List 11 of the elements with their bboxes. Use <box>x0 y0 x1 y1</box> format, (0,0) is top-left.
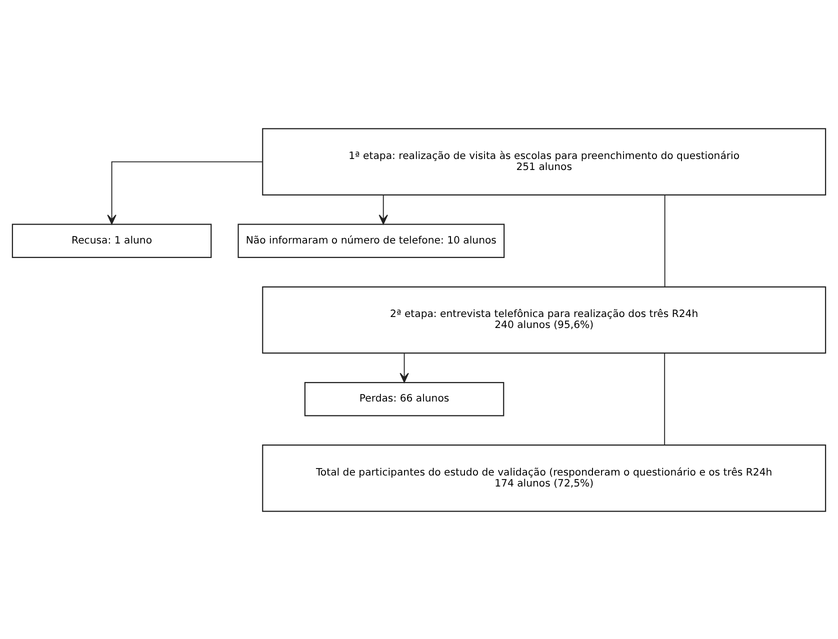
arrow <box>378 194 388 224</box>
arrow <box>400 352 409 382</box>
connector <box>664 194 666 287</box>
connector <box>664 352 666 446</box>
arrow <box>107 160 263 224</box>
node-box: 2ª etapa: entrevista telefônica para realização dos três R24h 240 alunos (95,6%) <box>262 286 826 354</box>
node-box: Recusa: 1 aluno <box>12 223 212 258</box>
node-box: Não informaram o número de telefone: 10 alunos <box>238 223 505 258</box>
node-box: Perdas: 66 alunos <box>304 382 504 416</box>
node-box: Total de participantes do estudo de validação (responderam o questionário e os três R24h 174 alunos (72,5%) <box>262 444 826 512</box>
node-box: 1ª etapa: realização de visita às escolas para preenchimento do questionário 251 alunos <box>262 128 826 195</box>
